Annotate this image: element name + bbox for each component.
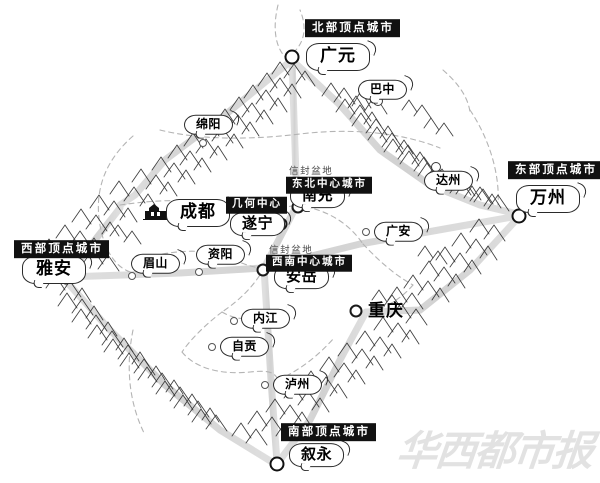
label-suining[interactable]: 遂宁	[230, 209, 295, 236]
tag-geometric-center: 几何中心	[226, 196, 287, 214]
label-wanzhou[interactable]: 万州	[516, 182, 589, 214]
tag-north-vertex: 北部顶点城市	[305, 19, 401, 37]
caption-basin-southwest: 信封盆地	[269, 245, 314, 256]
label-zigong-text: 自贡	[220, 336, 269, 358]
label-ziyang-text: 资阳	[196, 244, 245, 266]
label-yaan[interactable]: 雅安	[22, 253, 95, 285]
tag-southwest-center: 西南中心城市	[266, 254, 352, 272]
label-bazhong[interactable]: 巴中	[358, 74, 416, 101]
label-dazhou[interactable]: 达州	[424, 165, 482, 192]
label-neijiang-text: 内江	[241, 308, 290, 330]
label-ziyang[interactable]: 资阳	[196, 239, 254, 266]
tag-east-vertex: 东部顶点城市	[508, 161, 600, 179]
marker-neijiang[interactable]	[230, 317, 238, 325]
label-xuyong[interactable]: 叙永	[289, 440, 354, 467]
marker-meishan[interactable]	[128, 272, 136, 280]
chengdu-city-icon	[143, 202, 169, 224]
label-luzhou[interactable]: 泸州	[273, 369, 331, 396]
label-chengdu[interactable]: 成都	[166, 196, 239, 228]
tag-south-vertex: 南部顶点城市	[281, 423, 377, 441]
label-luzhou-text: 泸州	[273, 374, 322, 396]
label-chongqing[interactable]: 重庆	[368, 301, 404, 321]
tag-west-vertex: 西部顶点城市	[14, 240, 110, 258]
label-meishan[interactable]: 眉山	[131, 248, 189, 275]
caption-basin-northeast: 信封盆地	[289, 166, 334, 177]
label-guangyuan[interactable]: 广元	[306, 40, 379, 72]
label-neijiang[interactable]: 内江	[241, 303, 299, 330]
label-bazhong-text: 巴中	[358, 79, 407, 101]
label-mianyang-text: 绵阳	[184, 114, 233, 136]
label-zigong[interactable]: 自贡	[220, 331, 278, 358]
publisher-watermark: 华西都市报	[394, 427, 595, 475]
tag-northeast-center: 东北中心城市	[286, 176, 372, 194]
label-guangan[interactable]: 广安	[374, 216, 432, 243]
label-xuyong-text: 叙永	[289, 443, 345, 467]
marker-zigong[interactable]	[208, 343, 216, 351]
label-suining-text: 遂宁	[230, 212, 286, 236]
label-guangan-text: 广安	[374, 221, 423, 243]
marker-guangan[interactable]	[362, 228, 370, 236]
marker-chongqing[interactable]	[349, 304, 363, 318]
label-chengdu-text: 成都	[166, 198, 230, 228]
marker-xuyong[interactable]	[269, 456, 285, 472]
label-chongqing-text: 重庆	[368, 300, 404, 321]
marker-guangyuan[interactable]	[284, 49, 300, 65]
label-mianyang[interactable]: 绵阳	[184, 109, 242, 136]
marker-luzhou[interactable]	[261, 381, 269, 389]
marker-mianyang[interactable]	[199, 139, 207, 147]
label-yaan-text: 雅安	[22, 255, 86, 285]
marker-ziyang[interactable]	[195, 268, 203, 276]
label-dazhou-text: 达州	[424, 170, 473, 192]
label-guangyuan-text: 广元	[306, 42, 370, 72]
label-meishan-text: 眉山	[131, 253, 180, 275]
label-wanzhou-text: 万州	[516, 184, 580, 214]
